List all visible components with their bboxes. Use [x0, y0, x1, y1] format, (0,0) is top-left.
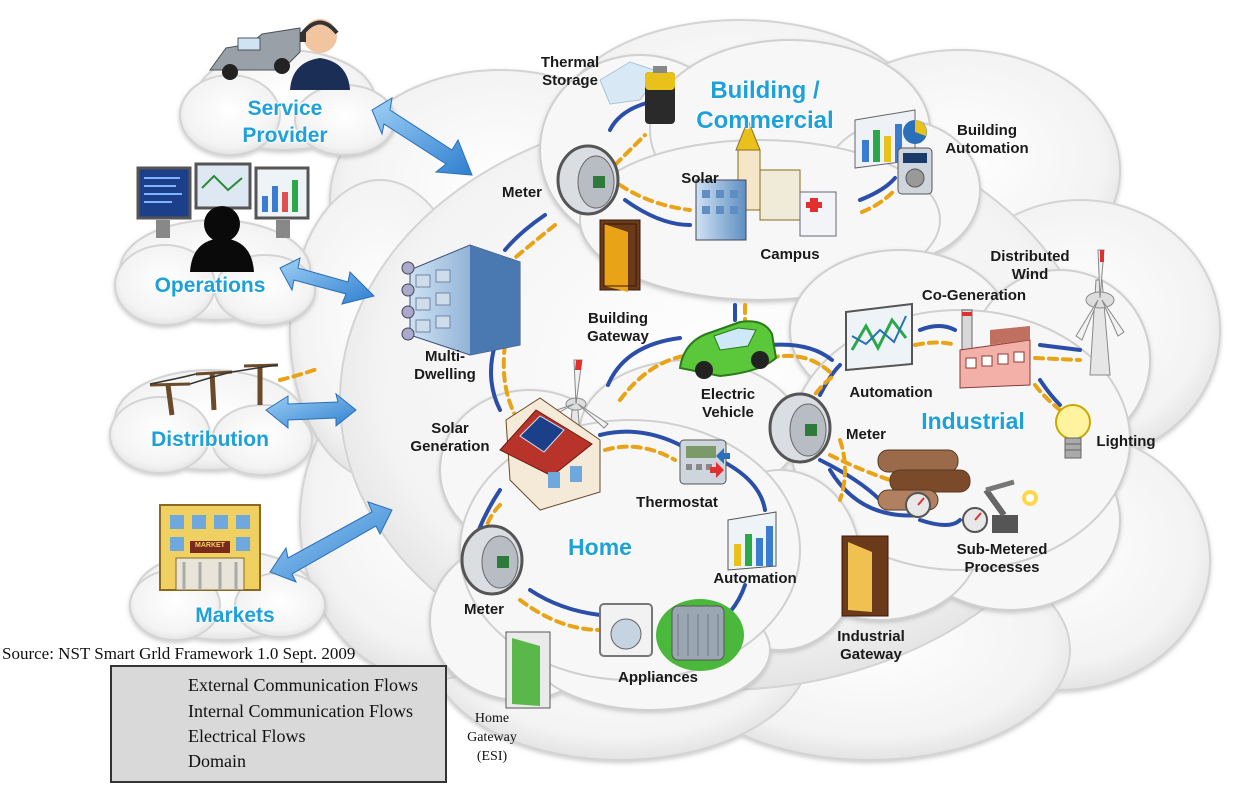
electric-vehicle-icon [678, 320, 778, 379]
lighting-label: Lighting [1096, 433, 1156, 450]
sub-meter-gauge-icon-1 [905, 492, 931, 518]
wind-turbine-industrial-icon [1075, 249, 1125, 376]
control-monitors-icon [136, 162, 310, 238]
external-arrows [265, 97, 473, 583]
market-sign-label: MARKET [195, 542, 225, 549]
co-generation-plant-icon [959, 309, 1031, 389]
markets-label: Markets [195, 604, 275, 627]
building-automation-chart-icon [854, 109, 927, 169]
multi-dwelling-label: Multi- Dwelling [414, 348, 476, 383]
utility-poles-icon [149, 363, 279, 416]
legend-row-external: External Communication Flows [122, 675, 442, 697]
operations-label: Operations [154, 274, 266, 297]
automation-industrial-label: Automation [849, 384, 933, 401]
internal-flows [468, 100, 1082, 617]
thermostat-label: Thermostat [636, 494, 718, 511]
building-domain-label: Building / Commercial [696, 77, 834, 134]
campus-buildings-icon [695, 118, 837, 241]
meter-icon-home [460, 524, 524, 596]
legend-internal-text: Internal Communication Flows [188, 701, 413, 721]
home-gateway-door-icon [505, 631, 551, 709]
meter-home-label: Meter [463, 601, 504, 618]
appliances-label: Appliances [617, 669, 699, 686]
multi-dwelling-building-icon [401, 244, 521, 356]
sub-metered-processes-label: Sub-Metered Processes [956, 541, 1048, 576]
campus-label: Campus [760, 246, 820, 263]
external-arrow-markets [269, 501, 393, 583]
home-automation-chart-icon [727, 511, 777, 571]
legend-row-internal: Internal Communication Flows [122, 701, 442, 723]
legend-box: External Communication Flows Internal Co… [110, 665, 447, 783]
industrial-gateway-door-icon [841, 535, 889, 617]
building-gateway-door-icon [599, 219, 641, 292]
market-building-icon [159, 504, 261, 591]
electric-vehicle-label: Electric Vehicle [700, 386, 756, 421]
legend-electrical-text: Electrical Flows [188, 726, 306, 746]
building-gateway-label: Building Gateway [587, 310, 649, 345]
battery-icon [645, 66, 675, 124]
home-thermostat-icon [679, 439, 730, 485]
distributed-wind-label: Distributed Wind [990, 248, 1070, 283]
co-generation-label: Co-Generation [921, 287, 1027, 304]
external-arrow-service [371, 97, 473, 176]
building-automation-label: Building Automation [945, 122, 1029, 157]
distribution-label: Distribution [151, 428, 269, 451]
automation-home-label: Automation [713, 570, 797, 587]
solar-generation-label: Solar Generation [410, 420, 490, 455]
industrial-automation-screen-icon [845, 302, 913, 372]
distribution-cloud [109, 369, 313, 476]
building-thermostat-icon [897, 147, 933, 195]
sub-meter-gauge-icon-2 [962, 507, 988, 533]
solar-label: Solar [681, 170, 719, 187]
meter-icon-building [556, 144, 620, 216]
home-domain-label: Home [568, 534, 632, 560]
external-arrow-operations [279, 257, 375, 305]
robot-arm-icon [983, 479, 1038, 533]
meter-building-label: Meter [501, 184, 542, 201]
source-note: Source: NST Smart Grld Framework 1.0 Sep… [2, 644, 356, 663]
industrial-domain-label: Industrial [921, 408, 1025, 434]
truck-icon [209, 27, 301, 80]
thermal-storage-label: Thermal Storage [540, 54, 600, 89]
house-icon [499, 397, 601, 511]
legend-external-text: External Communication Flows [188, 675, 418, 695]
washer-icon [599, 603, 653, 657]
meter-industrial-label: Meter [845, 426, 886, 443]
service-provider-label: Service Provider [242, 97, 328, 147]
industrial-gateway-label: Industrial Gateway [837, 628, 905, 663]
technician-icon [290, 19, 350, 90]
operator-silhouette-icon [190, 206, 254, 272]
legend-row-electrical: Electrical Flows [122, 726, 442, 748]
light-bulb-icon [1055, 404, 1091, 459]
home-gateway-label: Home Gateway (ESI) [467, 711, 517, 764]
legend-row-domain: Domain [122, 751, 442, 773]
legend-domain-text: Domain [188, 751, 246, 771]
air-conditioner-icon [656, 599, 744, 671]
external-arrow-distribution [265, 392, 357, 430]
meter-icon-industrial [768, 392, 832, 464]
